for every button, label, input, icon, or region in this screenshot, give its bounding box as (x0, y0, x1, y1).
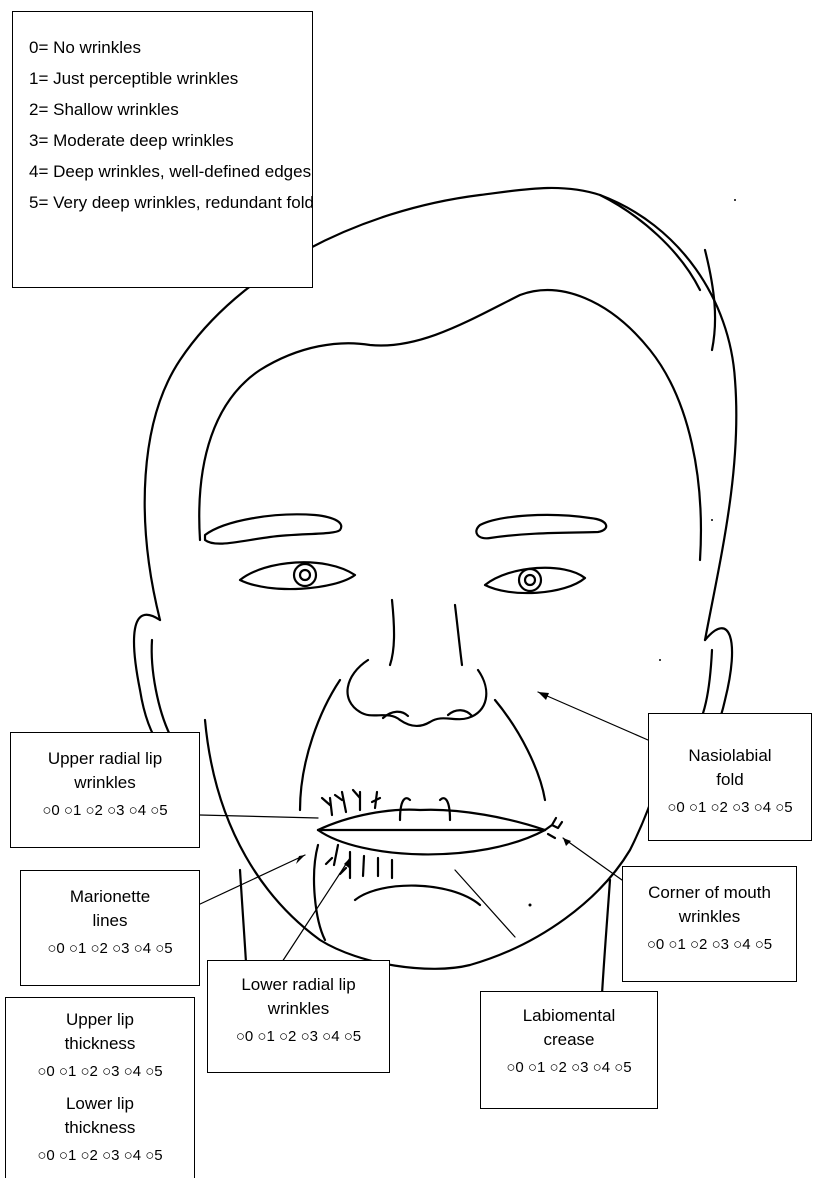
lower-radial-lip-callout: Lower radial lip wrinkles ○0 ○1 ○2 ○3 ○4… (207, 960, 390, 1073)
callout-label: wrinkles (623, 905, 796, 929)
legend-item: 0= No wrinkles (29, 32, 312, 63)
nose-base (348, 660, 487, 726)
rating-options[interactable]: ○0 ○1 ○2 ○3 ○4 ○5 (623, 933, 796, 957)
labiomental-crease-callout: Labiomental crease ○0 ○1 ○2 ○3 ○4 ○5 (480, 991, 658, 1109)
callout-label: Upper radial lip (11, 747, 199, 771)
rating-options[interactable]: ○0 ○1 ○2 ○3 ○4 ○5 (6, 1144, 194, 1168)
legend-item: 4= Deep wrinkles, well-defined edges (29, 156, 312, 187)
legend-item: 1= Just perceptible wrinkles (29, 63, 312, 94)
nostril-right (448, 710, 472, 716)
rating-options[interactable]: ○0 ○1 ○2 ○3 ○4 ○5 (649, 796, 811, 820)
hairline (199, 290, 701, 560)
legend-item: 5= Very deep wrinkles, redundant fold (29, 187, 312, 218)
nasolabial-left (300, 680, 340, 810)
rating-options[interactable]: ○0 ○1 ○2 ○3 ○4 ○5 (481, 1056, 657, 1080)
callout-label: wrinkles (11, 771, 199, 795)
lower-radial-wrinkles (326, 845, 392, 878)
nose-bridge-right (455, 605, 462, 665)
legend-item: 2= Shallow wrinkles (29, 94, 312, 125)
legend-item: 3= Moderate deep wrinkles (29, 125, 312, 156)
callout-label: Corner of mouth (623, 881, 796, 905)
hair-edge (705, 250, 715, 350)
rating-options[interactable]: ○0 ○1 ○2 ○3 ○4 ○5 (6, 1060, 194, 1084)
rating-options[interactable]: ○0 ○1 ○2 ○3 ○4 ○5 (11, 799, 199, 823)
lower-lip (318, 830, 545, 854)
callout-label: Marionette (21, 885, 199, 909)
hair-tuft (600, 195, 700, 290)
callout-label: wrinkles (208, 997, 389, 1021)
nasolabial-right (495, 700, 545, 800)
callout-label: crease (481, 1028, 657, 1052)
marionette-lines-callout: Marionette lines ○0 ○1 ○2 ○3 ○4 ○5 (20, 870, 200, 986)
lip-thickness-callout: Upper lip thickness ○0 ○1 ○2 ○3 ○4 ○5 Lo… (5, 997, 195, 1178)
callout-label: lines (21, 909, 199, 933)
callout-label: Upper lip (6, 1008, 194, 1032)
nose-bridge-left (390, 600, 394, 665)
callout-label: Lower radial lip (208, 973, 389, 997)
jaw-outline (205, 720, 670, 969)
right-eyebrow (476, 515, 606, 538)
corner-of-mouth-callout: Corner of mouth wrinkles ○0 ○1 ○2 ○3 ○4 … (622, 866, 797, 982)
callout-label: Nasiolabial (649, 744, 811, 768)
upper-radial-lip-callout: Upper radial lip wrinkles ○0 ○1 ○2 ○3 ○4… (10, 732, 200, 848)
left-ear-inner (152, 640, 170, 735)
left-eyebrow (205, 514, 341, 543)
wrinkle-scale-legend: 0= No wrinkles 1= Just perceptible wrink… (12, 11, 313, 288)
nasiolabial-fold-callout: Nasiolabial fold ○0 ○1 ○2 ○3 ○4 ○5 (648, 713, 812, 841)
callout-label: thickness (6, 1116, 194, 1140)
labiomental-crease (355, 886, 480, 905)
rating-options[interactable]: ○0 ○1 ○2 ○3 ○4 ○5 (208, 1025, 389, 1049)
callout-label: fold (649, 768, 811, 792)
upper-radial-wrinkles (322, 790, 380, 815)
rating-options[interactable]: ○0 ○1 ○2 ○3 ○4 ○5 (21, 937, 199, 961)
corner-wrinkles (545, 818, 562, 838)
callout-label: Labiomental (481, 1004, 657, 1028)
callout-label: Lower lip (6, 1092, 194, 1116)
marionette-left (314, 845, 325, 940)
upper-lip (318, 810, 545, 830)
callout-label: thickness (6, 1032, 194, 1056)
